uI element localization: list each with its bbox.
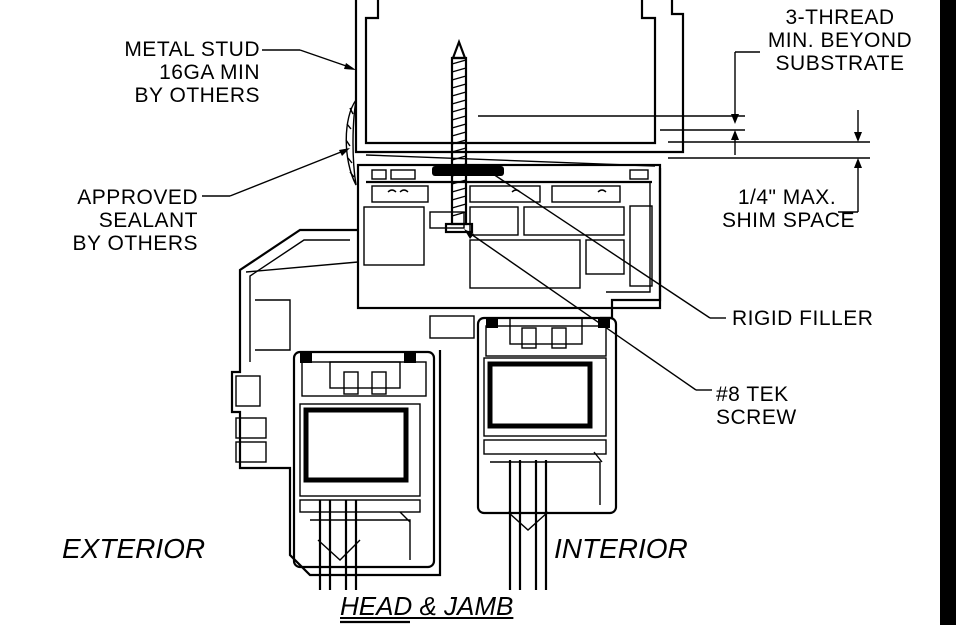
drawing-title: HEAD & JAMB [340, 591, 514, 621]
thread-line-1: 3-THREAD [785, 6, 895, 29]
screw-line-1: #8 TEK [716, 383, 789, 406]
shim-label: 1/4" MAX. SHIM SPACE [722, 186, 855, 232]
metal-stud [354, 0, 685, 154]
tek-screw [444, 38, 474, 234]
exterior-sash [292, 350, 436, 569]
interior-sash [476, 316, 618, 515]
thread-label: 3-THREAD MIN. BEYOND SUBSTRATE [750, 6, 930, 75]
rigid-filler-label: RIGID FILLER [732, 307, 874, 330]
shim-line-2: SHIM SPACE [722, 209, 855, 232]
sealant-bead [345, 99, 357, 186]
rigid-filler [432, 166, 504, 176]
glass-lites [317, 460, 549, 590]
screw-line-2: SCREW [716, 406, 797, 429]
head-frame [356, 163, 662, 339]
metal-stud-line-3: BY OTHERS [134, 84, 260, 107]
exterior-label: EXTERIOR [62, 533, 206, 564]
interior-label: INTERIOR [554, 533, 688, 564]
sealant-line-3: BY OTHERS [72, 232, 198, 255]
sealant-label: APPROVED SEALANT BY OTHERS [10, 186, 198, 255]
metal-stud-line-2: 16GA MIN [159, 61, 260, 84]
metal-stud-label: METAL STUD 16GA MIN BY OTHERS [90, 38, 260, 107]
metal-stud-line-1: METAL STUD [124, 38, 260, 61]
thread-line-3: SUBSTRATE [775, 52, 905, 75]
shim-line-1: 1/4" MAX. [737, 186, 837, 209]
exterior-frame [230, 228, 442, 577]
thread-line-2: MIN. BEYOND [767, 29, 913, 52]
screw-label: #8 TEK SCREW [716, 383, 797, 429]
sealant-line-2: SEALANT [98, 209, 198, 232]
right-border [940, 0, 956, 625]
sealant-line-1: APPROVED [77, 186, 198, 209]
leader-lines [202, 49, 870, 624]
